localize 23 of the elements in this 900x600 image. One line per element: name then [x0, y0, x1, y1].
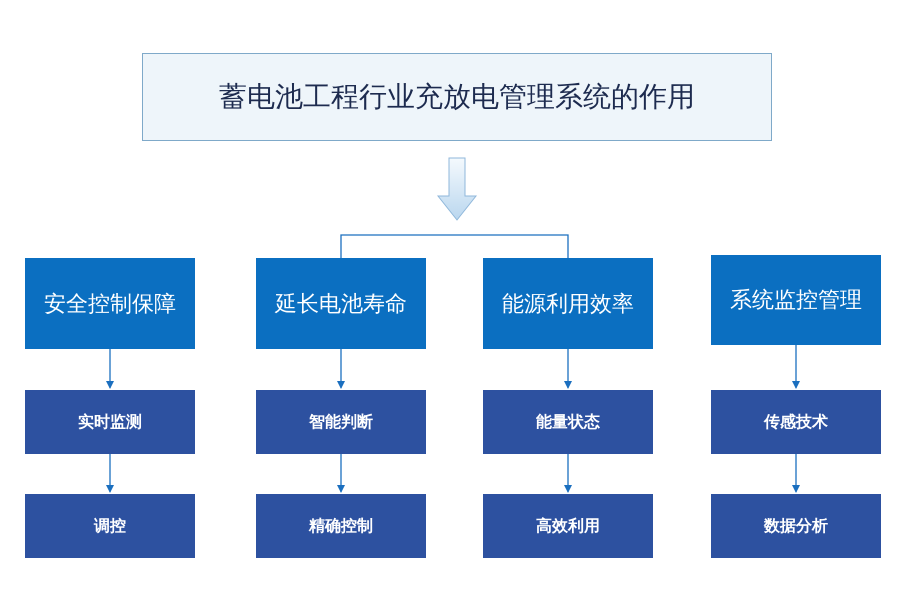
arrow — [106, 454, 114, 493]
category-box: 能源利用效率 — [483, 258, 653, 349]
item-box: 智能判断 — [256, 390, 426, 454]
category-box: 系统监控管理 — [711, 255, 881, 345]
category-box: 延长电池寿命 — [256, 258, 426, 349]
category-box: 安全控制保障 — [25, 258, 195, 349]
arrow — [106, 349, 114, 389]
arrow — [792, 454, 800, 493]
arrow — [337, 454, 345, 493]
title-box: 蓄电池工程行业充放电管理系统的作用 — [142, 53, 772, 141]
item-box: 数据分析 — [711, 494, 881, 558]
item-box: 高效利用 — [483, 494, 653, 558]
arrow — [792, 345, 800, 389]
item-box: 传感技术 — [711, 390, 881, 454]
connector-line — [340, 234, 569, 258]
item-box: 能量状态 — [483, 390, 653, 454]
item-box: 精确控制 — [256, 494, 426, 558]
block-arrow — [436, 158, 478, 221]
arrow — [564, 349, 572, 389]
item-box: 实时监测 — [25, 390, 195, 454]
arrow — [337, 349, 345, 389]
arrow — [564, 454, 572, 493]
item-box: 调控 — [25, 494, 195, 558]
